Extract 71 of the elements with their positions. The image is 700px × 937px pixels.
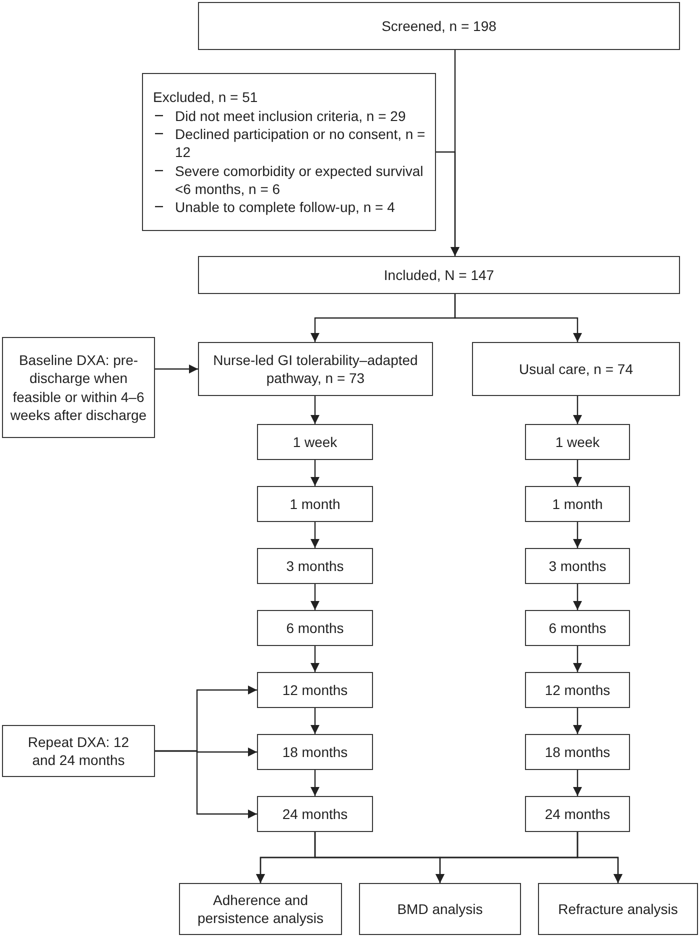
box-label: 18 months [544,742,610,762]
box-label: 18 months [282,742,348,762]
box-label: Baseline DXA: pre-discharge when feasible or within 4–6 weeks after discharge [9,351,148,424]
arrow [310,708,320,734]
process-box [198,342,433,396]
box-label: 6 months [548,618,606,638]
list-item: Declined participation or no consent, n = 12 [175,125,426,162]
arrow [573,646,582,672]
box-label: Refracture analysis [558,900,678,918]
arrow [310,584,320,610]
process-box [538,883,698,935]
box-label: 12 months [544,680,610,700]
box-label: Usual care, n = 74 [518,360,633,378]
process-box [525,796,630,832]
process-box [525,424,630,460]
process-box [472,342,680,396]
arrow [310,396,320,424]
process-box [257,796,373,832]
list-item: Did not meet inclusion criteria, n = 29 [175,107,407,126]
box-label: 12 months [282,680,348,700]
list-item: Unable to complete follow-up, n = 4 [175,198,396,216]
process-box [2,337,155,438]
arrow [436,151,460,256]
process-box [525,486,630,522]
arrow [573,584,582,610]
arrow [454,294,582,342]
box-label: Adherence and persistence analysis [196,890,325,928]
arrow [576,832,622,883]
arrow [573,522,582,548]
box-label: 24 months [282,804,348,824]
arrow [310,522,320,548]
process-box [525,672,630,708]
box-label: 24 months [544,804,610,824]
arrow [573,460,582,486]
arrow [573,770,582,796]
box-label: Screened, n = 198 [382,16,496,36]
process-box [198,2,680,50]
box-label: 1 month [290,494,340,514]
process-box [525,610,630,646]
box-label: 3 months [548,556,606,576]
box-label: Included, N = 147 [384,266,494,284]
arrow [573,396,582,424]
process-box [257,734,373,770]
box-label: 1 week [555,432,600,452]
arrow [310,770,320,796]
arrow [310,646,320,672]
box-label: 3 months [286,556,344,576]
process-box [257,548,373,584]
process-box [257,610,373,646]
process-box [257,672,373,708]
box-label: 6 months [286,618,344,638]
process-box [2,725,155,777]
list-item: Severe comorbidity or expected survival <6 months, n = 6 [175,162,424,198]
box-label: Repeat DXA: 12 and 24 months [26,732,130,770]
process-box [525,734,630,770]
process-box [198,256,680,294]
process-box [359,883,521,935]
arrow [155,750,257,818]
box-label: 1 month [552,494,603,514]
arrow [155,364,198,374]
box-heading: Excluded, n = 51 [153,88,259,106]
box-label: 1 week [292,432,338,452]
box-label: Nurse-led GI tolerability–adapted pathway, n = 73 [212,350,419,388]
process-box [257,424,373,460]
process-box [257,486,373,522]
exclusion-box [142,73,436,231]
arrow [310,460,320,486]
process-box [525,548,630,584]
process-box [179,883,342,935]
box-label: BMD analysis [397,900,483,918]
arrow [573,708,582,734]
